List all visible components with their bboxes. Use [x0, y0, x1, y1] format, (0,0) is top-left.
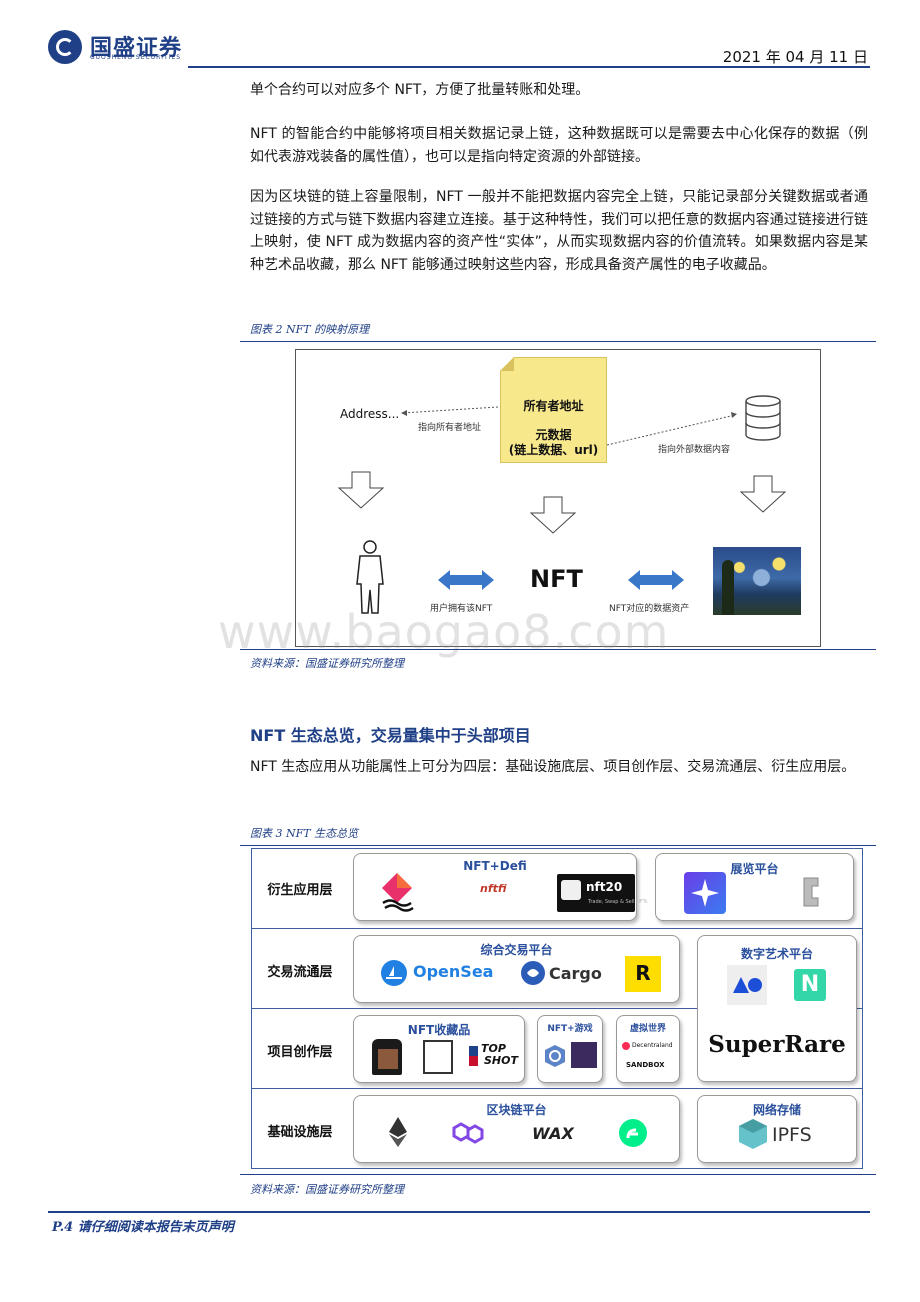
figure2-caption: 图表 2 NFT 的映射原理 — [250, 323, 370, 336]
sandbox-logo-text: SANDBOX — [626, 1061, 665, 1069]
figure2-source: 资料来源：国盛证券研究所整理 — [250, 657, 404, 670]
game-title: NFT+游戏 — [547, 1024, 593, 1034]
star-icon — [691, 879, 719, 907]
header-divider — [188, 66, 870, 68]
enjin-logo-icon — [545, 1045, 565, 1067]
nba-logo-icon — [469, 1046, 478, 1066]
figure3-top-rule — [240, 845, 876, 846]
nft-center-label: NFT — [530, 565, 583, 593]
storage-title: 网络存储 — [752, 1103, 801, 1117]
known-origin-logo-text: N — [800, 972, 820, 997]
double-arrow-icon — [438, 570, 494, 590]
data-asset-label: NFT对应的数据资产 — [609, 604, 690, 614]
figure2-connectors — [401, 406, 737, 446]
owner-pointer-label: 指向所有者地址 — [418, 423, 482, 433]
cube-stack-icon — [803, 877, 819, 907]
superrare-logo-text: SuperRare — [708, 1031, 846, 1058]
brand-name: 国盛证券 — [90, 36, 183, 61]
nft20-logo-sub: Trade, Swap & Sell NFTs — [588, 899, 648, 905]
decentraland-logo-icon — [622, 1042, 630, 1050]
figure2-frame — [295, 349, 821, 647]
paragraph-3: 因为区块链的链上容量限制，NFT 一般并不能把数据内容完全上链，只能记录部分关键… — [250, 189, 868, 273]
down-arrow-icon — [740, 475, 786, 513]
footer-divider — [48, 1211, 870, 1213]
down-arrow-icon — [338, 471, 384, 509]
owner-address-label: 所有者地址 — [523, 399, 584, 413]
row-label-trading: 交易流通层 — [267, 965, 333, 980]
gods-unchained-logo-icon — [571, 1042, 597, 1068]
address-text: Address... — [340, 407, 400, 421]
opensea-logo-text: OpenSea — [413, 962, 494, 981]
virtual-world-title: 虚拟世界 — [629, 1024, 666, 1034]
exhibition-title: 展览平台 — [730, 862, 779, 876]
exchange-title: 综合交易平台 — [480, 943, 553, 957]
ipfs-logo-text: IPFS — [772, 1124, 812, 1146]
frame-logo-icon — [423, 1040, 453, 1074]
cryptopunk-face-icon — [378, 1049, 398, 1069]
row-label-creation: 项目创作层 — [267, 1045, 333, 1060]
foundation-shapes-icon — [733, 977, 762, 993]
storage-box — [697, 1095, 857, 1163]
nft20-mascot-icon — [561, 880, 581, 900]
polygon-logo-icon — [452, 1122, 484, 1144]
ipfs-logo-icon — [739, 1119, 767, 1149]
cargo-logo-icon — [521, 961, 545, 985]
section-paragraph: NFT 生态应用从功能属性上可分为四层：基础设施底层、项目创作层、交易流通层、衍… — [250, 759, 856, 775]
footer-disclaimer: P.4 请仔细阅读本报告末页声明 — [52, 1220, 234, 1235]
wax-logo-text: WAX — [532, 1124, 574, 1143]
person-icon — [356, 540, 384, 614]
paragraph-2: NFT 的智能合约中能够将项目相关数据记录上链，这种数据既可以是需要去中心化保存… — [250, 126, 868, 165]
nft20-logo-text: nft20 — [586, 880, 623, 894]
watermark: www.baogao8.com — [218, 605, 670, 659]
defi-diamond-icon — [382, 873, 414, 912]
section-heading: NFT 生态总览，交易量集中于头部项目 — [250, 726, 531, 745]
double-arrow-icon — [628, 570, 684, 590]
metadata-label: 元数据 — [535, 428, 572, 442]
metadata-note — [500, 357, 607, 463]
topshot-logo-line2: SHOT — [484, 1054, 518, 1067]
figure2-bottom-rule — [240, 649, 876, 650]
digital-art-box — [697, 935, 857, 1082]
flow-logo-icon — [619, 1119, 647, 1147]
report-date: 2021 年 04 月 11 日 — [722, 48, 868, 66]
blockchain-title: 区块链平台 — [486, 1103, 547, 1117]
defi-title: NFT+Defi — [463, 859, 527, 873]
digital-art-title: 数字艺术平台 — [740, 947, 813, 961]
figure3-source: 资料来源：国盛证券研究所整理 — [250, 1183, 404, 1196]
nftfi-logo: nftfi — [480, 882, 507, 895]
collectibles-title: NFT收藏品 — [407, 1023, 471, 1037]
paragraph-1: 单个合约可以对应多个 NFT，方便了批量转账和处理。 — [250, 82, 590, 98]
row-divider — [251, 1088, 863, 1089]
row-label-infrastructure: 基础设施层 — [267, 1125, 333, 1140]
figure3-bottom-rule — [240, 1174, 876, 1175]
ethereum-logo-icon — [389, 1117, 407, 1147]
row-divider — [251, 1008, 863, 1009]
decentraland-logo-text: Decentraland — [632, 1042, 673, 1049]
starry-night-cypress — [722, 560, 734, 615]
database-icon — [745, 395, 781, 441]
rarible-logo — [625, 956, 661, 992]
known-origin-logo — [794, 969, 826, 1001]
brand-name-en: GUOSHENG SECURITIES — [90, 54, 182, 61]
rarible-logo-text: R — [635, 961, 651, 985]
metadata-sub-label: (链上数据、url) — [508, 443, 599, 457]
down-arrow-icon — [530, 496, 576, 534]
opensea-logo-icon — [381, 960, 407, 986]
topshot-logo-line1: TOP — [481, 1042, 506, 1055]
brand-logo-icon — [48, 30, 82, 64]
row-label-derivative: 衍生应用层 — [267, 883, 333, 898]
external-pointer-label: 指向外部数据内容 — [658, 445, 731, 455]
figure2-top-rule — [240, 341, 876, 342]
figure3-caption: 图表 3 NFT 生态总览 — [250, 827, 359, 840]
row-divider — [251, 928, 863, 929]
cargo-logo-text: Cargo — [549, 964, 602, 983]
user-owns-label: 用户拥有该NFT — [430, 604, 493, 614]
